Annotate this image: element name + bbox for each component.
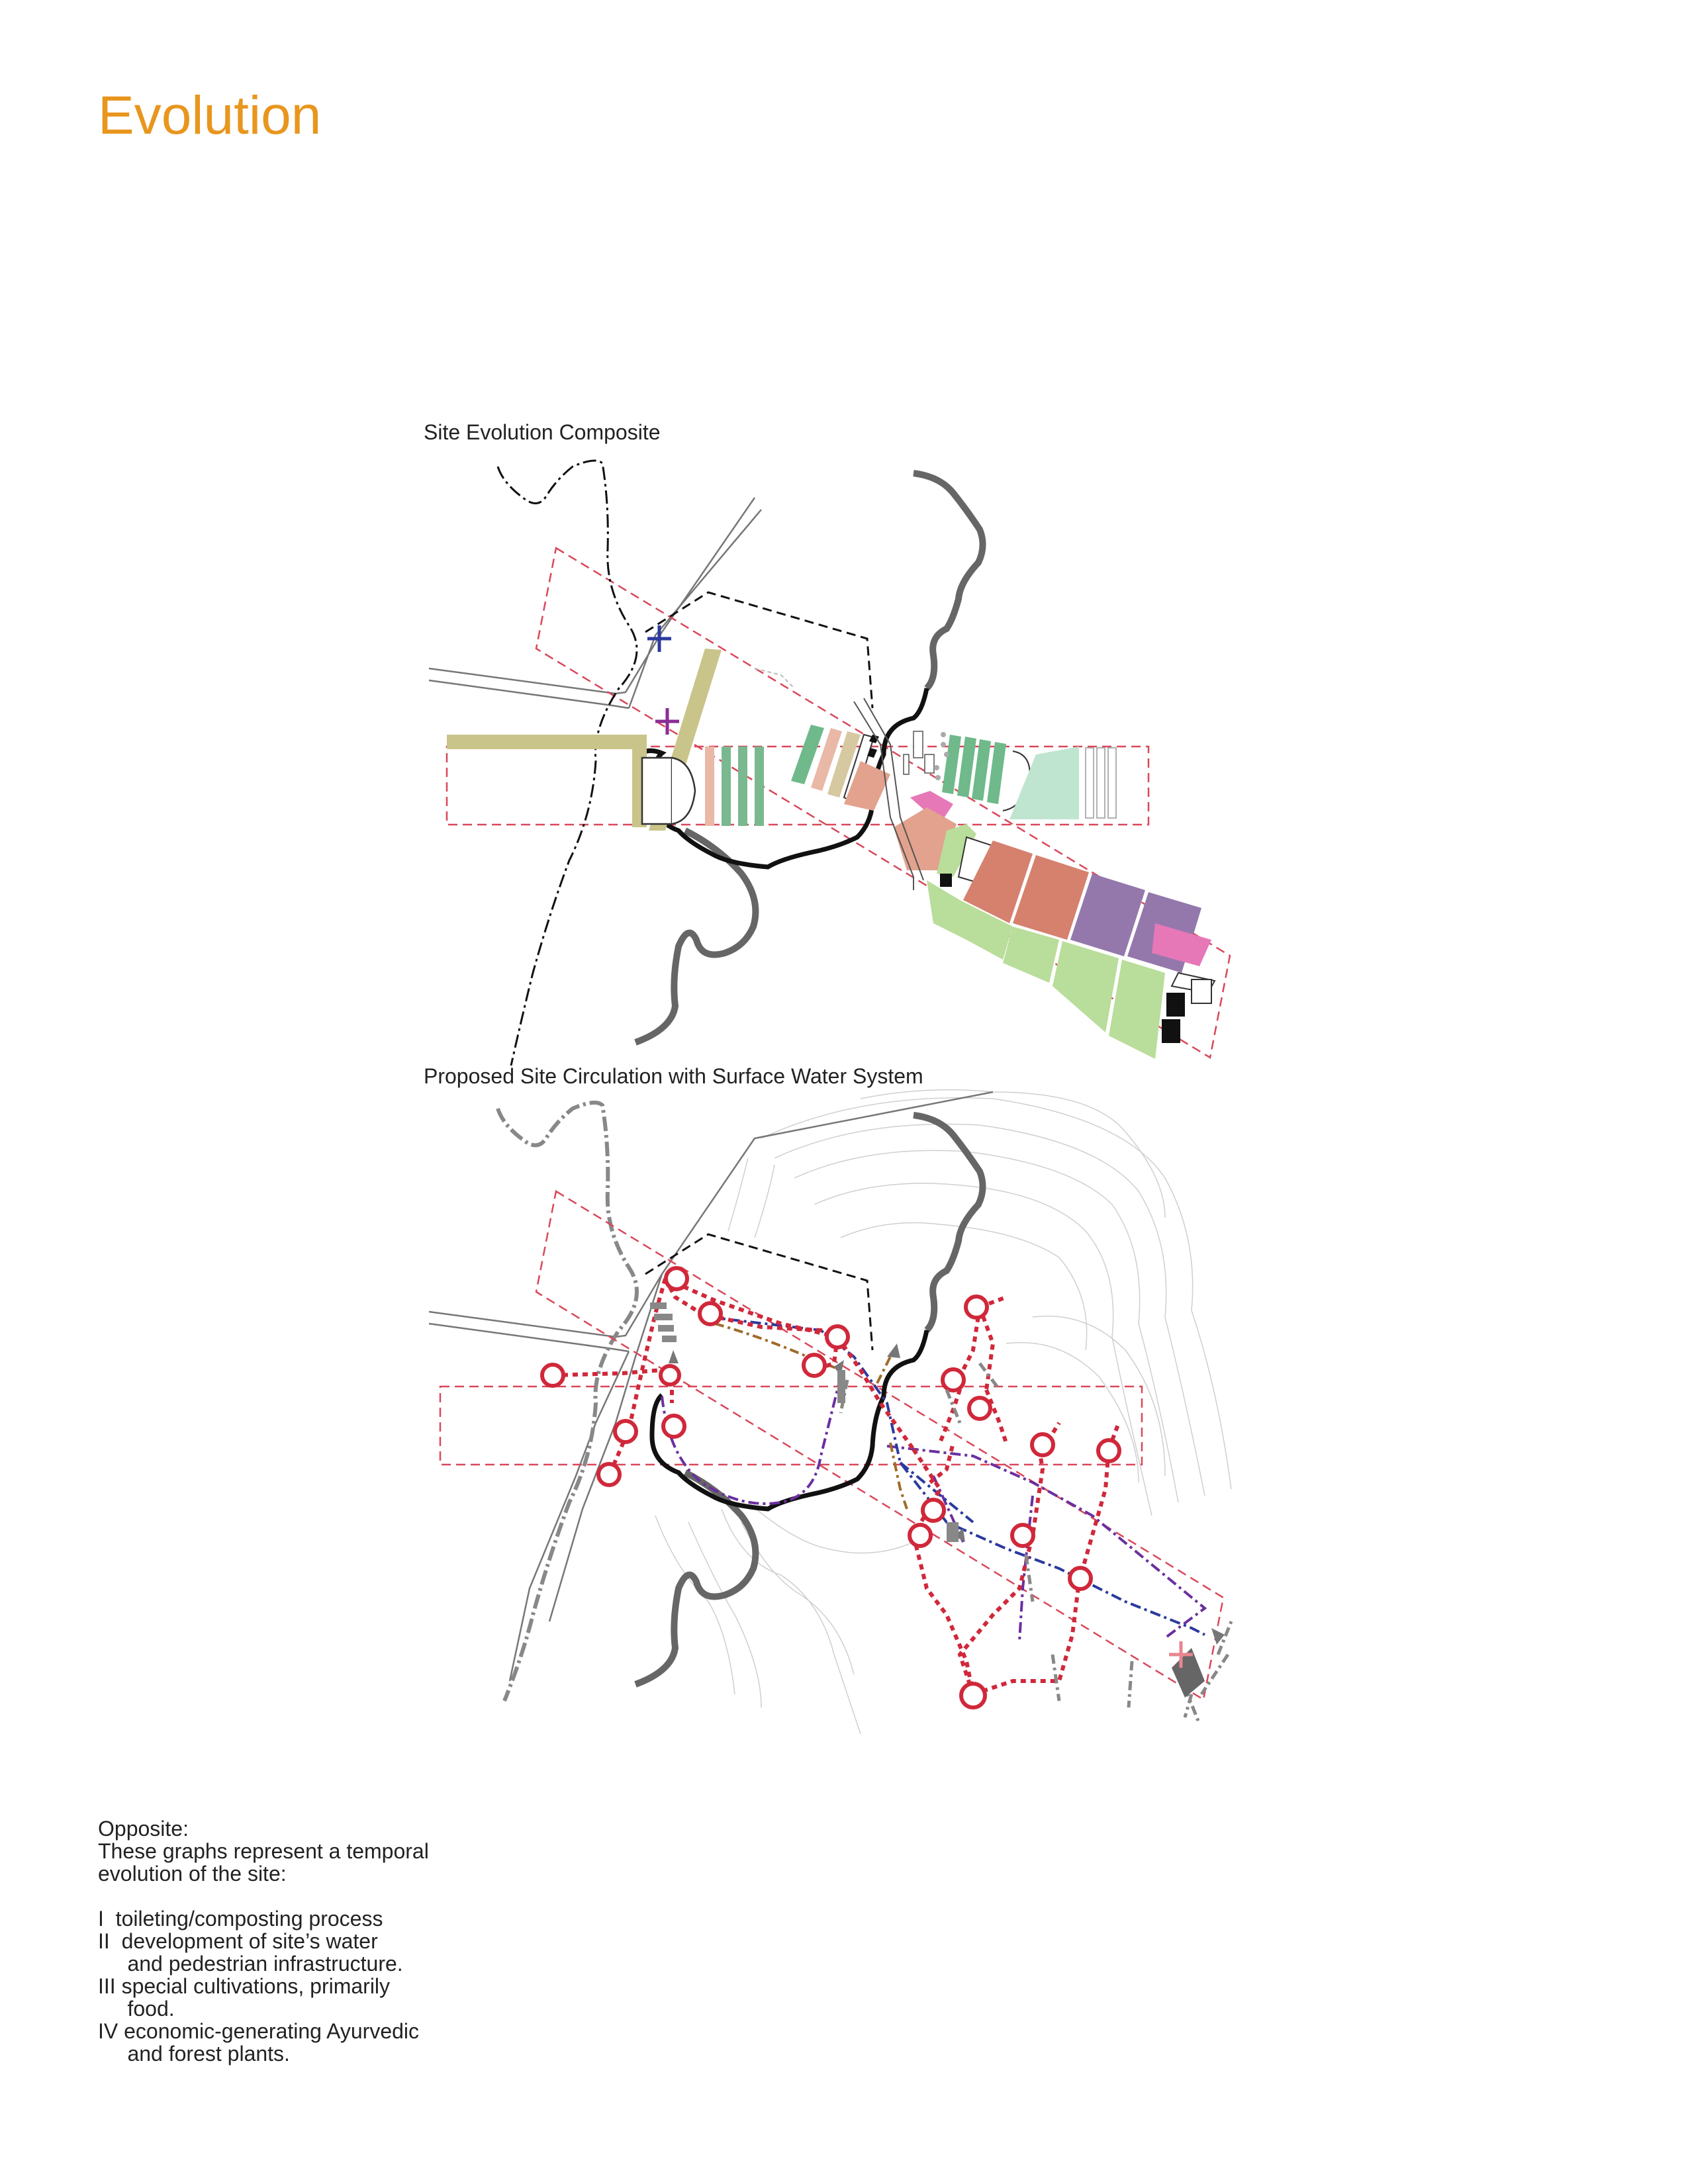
composite-title: Site Evolution Composite [424, 420, 661, 444]
water-node-icon [1030, 1432, 1055, 1457]
footpath-dashdot [496, 459, 638, 1066]
caption: Opposite: These graphs represent a tempo… [98, 1817, 429, 2065]
water-node-icon [802, 1353, 827, 1378]
water-node-icon [908, 1523, 933, 1548]
caption-item-4: IV economic-generating Ayurvedic [98, 2019, 420, 2043]
river-lower [634, 827, 759, 1046]
water-node-icon [659, 1364, 681, 1387]
site-boundary [445, 547, 1231, 1059]
cross-marker-icon [655, 708, 679, 735]
water-node-icon [1096, 1438, 1121, 1463]
caption-item-3: III special cultivations, primarily [98, 1974, 391, 1998]
caption-item-2-cont: and pedestrian infrastructure. [98, 1952, 403, 1976]
cultivation-stripes-middle [791, 725, 890, 811]
water-node-icon [964, 1295, 989, 1320]
brown-route [714, 1322, 908, 1510]
site-boundary [439, 1190, 1225, 1702]
water-node-icon [941, 1367, 966, 1392]
cross-marker-icon [1169, 1641, 1193, 1668]
river-upper [913, 1112, 986, 1333]
stream-edge [649, 1330, 929, 1512]
water-node-icon [540, 1363, 565, 1388]
caption-item-2: II development of site’s water [98, 1929, 378, 1953]
building-cluster-left [641, 756, 696, 825]
water-node-icon [661, 1414, 686, 1439]
water-node-icon [596, 1462, 622, 1487]
cultivation-stripes-left [705, 747, 764, 826]
water-node-icon [664, 1266, 689, 1291]
water-node-icon [959, 1682, 987, 1709]
water-node-icon [613, 1419, 638, 1444]
circulation-title: Proposed Site Circulation with Surface W… [424, 1064, 923, 1088]
contour-lines [655, 1089, 1232, 1735]
cultivation-stripes-right [903, 731, 1117, 819]
water-node-icon [1068, 1566, 1093, 1591]
arrow-icon [669, 1343, 1225, 1645]
river-lower [634, 1469, 759, 1688]
walkway-outlines [754, 668, 924, 890]
grey-dots [934, 732, 949, 780]
caption-item-3-cont: food. [98, 1997, 175, 2021]
dashed-boundary [645, 591, 874, 709]
water-node-icon [967, 1396, 992, 1421]
road-lines [428, 497, 762, 709]
blue-route [708, 1316, 1205, 1636]
water-node-icon [921, 1498, 946, 1523]
water-node-icon [698, 1301, 723, 1326]
caption-intro-2: evolution of the site: [98, 1862, 287, 1886]
grey-route [496, 1101, 639, 1702]
caption-spacer [98, 1885, 429, 1907]
caption-item-4-cont: and forest plants. [98, 2042, 290, 2066]
river-upper [913, 470, 986, 691]
page-title: Evolution [98, 85, 322, 146]
water-nodes [540, 1266, 1121, 1709]
road-lines [428, 1091, 994, 1682]
plot-strip-diagonal [894, 791, 1216, 1059]
water-node-icon [825, 1324, 850, 1349]
water-node-icon [1010, 1523, 1035, 1548]
cross-marker-icon [647, 625, 671, 652]
caption-intro-1: These graphs represent a temporal [98, 1839, 429, 1863]
dashed-boundary [645, 1233, 874, 1351]
caption-item-1: I toileting/composting process [98, 1907, 383, 1931]
caption-heading: Opposite: [98, 1817, 189, 1841]
